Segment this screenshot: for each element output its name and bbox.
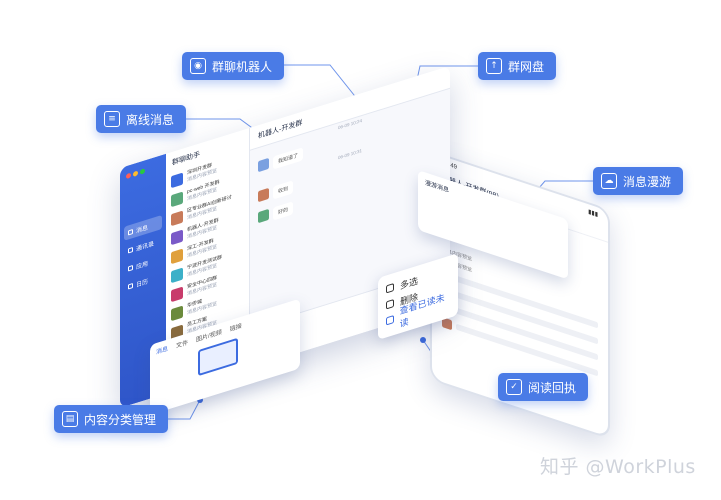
avatar [171,266,183,283]
minimize-dot[interactable] [133,170,138,177]
avatar [258,187,269,203]
signal-icon: ▮▮▮ [588,209,598,219]
tab-messages[interactable]: 消息 [156,346,169,357]
avatar [171,209,183,226]
receipt-icon: ✓ [506,379,522,395]
callout-content-category: ▤ 内容分类管理 [54,405,169,433]
chat-icon [128,228,133,236]
laptop-illustration [198,337,238,377]
avatar [258,157,269,173]
maximize-dot[interactable] [140,168,145,175]
contacts-icon [128,246,133,254]
avatar [258,208,269,224]
avatar [171,247,183,264]
avatar [171,228,183,245]
message-list-icon: ≡ [104,111,120,127]
avatar [171,171,183,188]
close-dot[interactable] [126,172,131,180]
tab-media[interactable]: 图片/视频 [196,329,222,344]
avatar [171,285,183,302]
callout-group-drive: ↑ 群网盘 [478,52,557,80]
eye-icon [386,315,394,326]
trash-icon [386,299,394,310]
callout-offline-message: ≡ 离线消息 [96,105,187,133]
callout-read-receipt: ✓ 阅读回执 [498,373,589,401]
tab-links[interactable]: 链接 [229,323,242,334]
calendar-icon [128,282,133,290]
cloud-icon: ☁ [601,173,617,189]
avatar [171,304,183,321]
apps-icon [128,264,133,272]
tab-files[interactable]: 文件 [176,340,189,350]
avatar [171,190,183,207]
cloud-drive-icon: ↑ [486,58,502,74]
robot-icon: ◉ [190,58,206,74]
callout-message-roaming: ☁ 消息漫游 [593,167,684,195]
document-icon: ▤ [62,411,78,427]
watermark: 知乎 @WorkPlus [540,456,696,478]
callout-group-bot: ◉ 群聊机器人 [182,52,285,80]
list-icon [386,283,394,294]
